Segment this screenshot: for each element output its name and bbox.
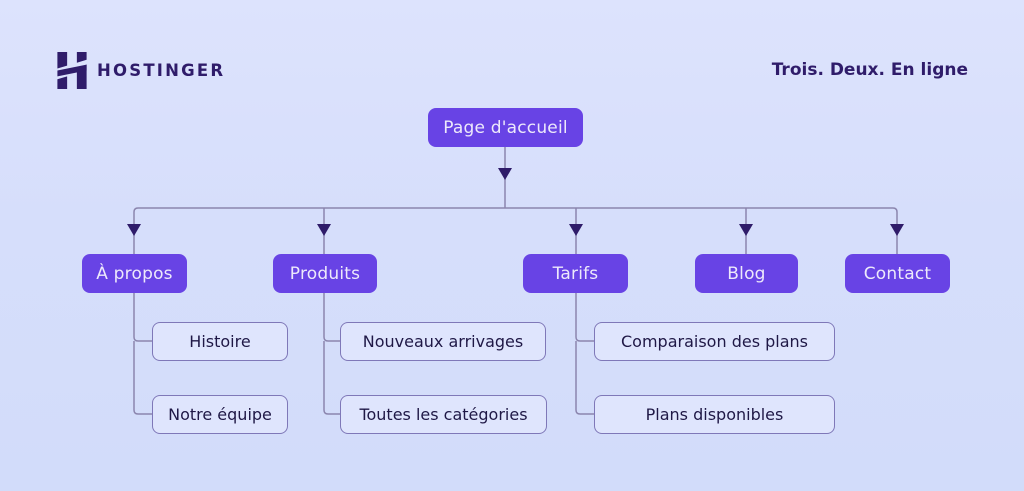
leaf-node-label: Plans disponibles <box>645 405 784 424</box>
hostinger-wordmark: HOSTINGER <box>97 61 226 80</box>
tagline-text: Trois. Deux. En ligne <box>771 60 968 80</box>
leaf-node-label: Nouveaux arrivages <box>362 332 524 351</box>
section-node-label: À propos <box>96 263 173 284</box>
section-node-label: Blog <box>727 263 766 284</box>
section-node-contact: Contact <box>845 254 950 293</box>
leaf-node-label: Toutes les catégories <box>359 405 528 424</box>
leaf-node-label: Histoire <box>189 332 251 351</box>
section-node-blog: Blog <box>695 254 798 293</box>
section-node-tarifs: Tarifs <box>523 254 628 293</box>
leaf-node-label: Notre équipe <box>168 405 272 424</box>
section-node-label: Tarifs <box>552 263 599 284</box>
section-node-produits: Produits <box>273 254 377 293</box>
hostinger-logo: HOSTINGER <box>57 52 225 89</box>
root-node-page-daccueil: Page d'accueil <box>428 108 583 147</box>
leaf-node-nouveaux-arrivages: Nouveaux arrivages <box>340 322 546 361</box>
leaf-node-notre-equipe: Notre équipe <box>152 395 288 434</box>
leaf-node-comparaison-des-plans: Comparaison des plans <box>594 322 835 361</box>
leaf-node-label: Comparaison des plans <box>621 332 808 351</box>
section-node-label: Contact <box>863 263 932 284</box>
leaf-node-histoire: Histoire <box>152 322 288 361</box>
hostinger-h-logo-icon <box>57 52 87 89</box>
arrowhead-icons <box>127 168 904 236</box>
root-node-label: Page d'accueil <box>443 117 568 138</box>
section-node-label: Produits <box>289 263 361 284</box>
leaf-node-plans-disponibles: Plans disponibles <box>594 395 835 434</box>
section-node-a-propos: À propos <box>82 254 187 293</box>
leaf-node-toutes-les-categories: Toutes les catégories <box>340 395 547 434</box>
